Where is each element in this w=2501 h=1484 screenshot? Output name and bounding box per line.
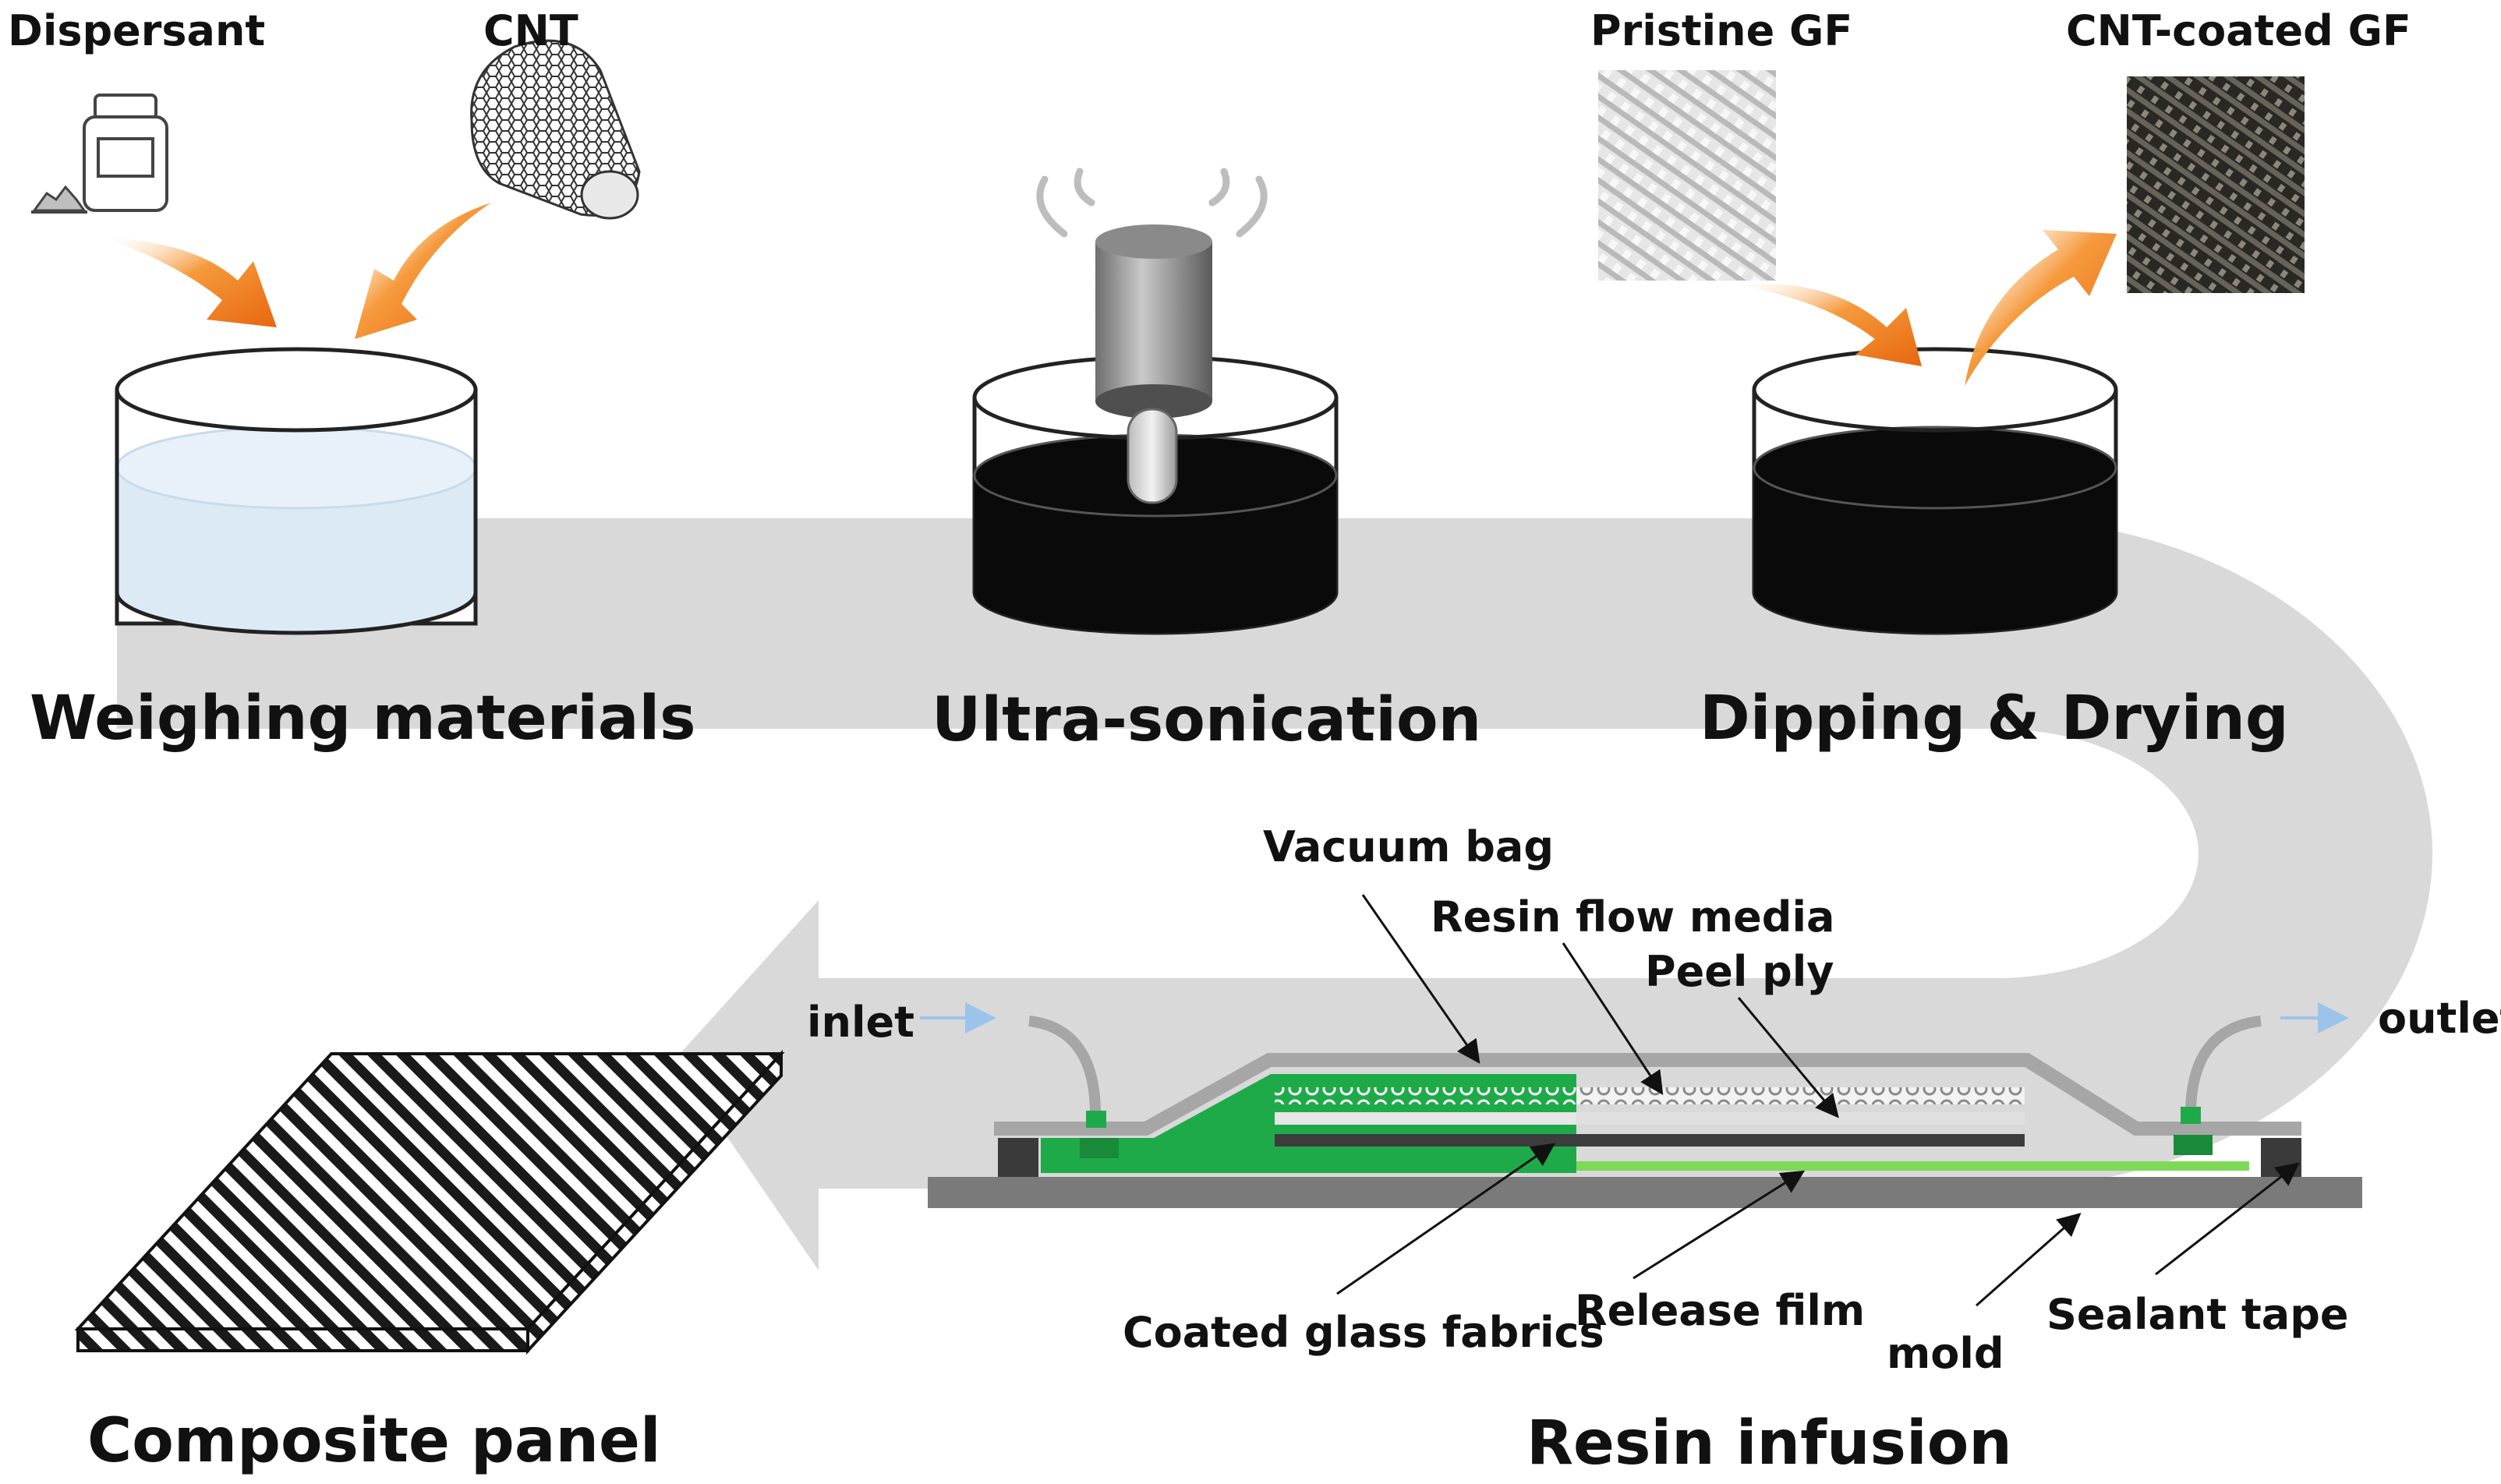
sealant-tape-right xyxy=(2261,1138,2301,1177)
leader-vacuum-bag xyxy=(1361,894,1480,1064)
inlet-fitting xyxy=(1080,1138,1119,1158)
orange-arrow-icon xyxy=(105,238,277,327)
dispersant-jar-icon xyxy=(31,94,168,214)
leader-peel-ply xyxy=(1737,997,1839,1118)
resin-flow-media-layer xyxy=(1576,1087,2025,1104)
step-label-panel: Composite panel xyxy=(87,1406,661,1476)
mold-label: mold xyxy=(1887,1329,2004,1378)
outlet-port xyxy=(2181,1107,2201,1124)
step-label-dipping: Dipping & Drying xyxy=(1700,684,2289,754)
sonication-step: Ultra-sonication xyxy=(932,168,1481,755)
fabric-stack-layer xyxy=(1576,1134,2025,1147)
outlet-fitting xyxy=(2174,1135,2213,1155)
inlet-port xyxy=(1086,1111,1106,1128)
leader-coated-glass-fabrics xyxy=(1336,1143,1555,1295)
leader-sealant-tape xyxy=(2155,1162,2300,1276)
peel-ply-label: Peel ply xyxy=(1645,947,1834,996)
peel-ply-layer xyxy=(1576,1112,2025,1125)
dipping-beaker xyxy=(1752,347,2118,635)
sealant-tape-left xyxy=(998,1138,1038,1177)
flow-media-strip xyxy=(1275,1112,1576,1125)
release-film-label: Release film xyxy=(1575,1286,1865,1335)
vacuum-bag-label: Vacuum bag xyxy=(1263,822,1554,871)
weighing-step: Dispersant CNT Weighing materials xyxy=(8,6,696,754)
sealant-tape-label: Sealant tape xyxy=(2046,1290,2349,1339)
pristine-gf-label: Pristine GF xyxy=(1590,6,1852,55)
step-label-infusion: Resin infusion xyxy=(1526,1408,2012,1479)
leader-release-film xyxy=(1633,1170,1806,1280)
leader-resin-flow-media xyxy=(1562,942,1664,1096)
water-beaker xyxy=(115,347,478,635)
inlet-label: inlet xyxy=(807,998,914,1047)
leader-mold xyxy=(1976,1213,2082,1307)
orange-arrow-icon xyxy=(1965,230,2117,386)
cnt-label: CNT xyxy=(483,6,578,55)
cnt-nanotube-icon xyxy=(470,39,641,220)
outlet-label: outlet xyxy=(2378,994,2501,1043)
dispersant-label: Dispersant xyxy=(8,6,265,55)
fabric-strip xyxy=(1275,1134,1576,1147)
step-label-sonication: Ultra-sonication xyxy=(932,685,1481,755)
outlet-tube xyxy=(2185,1016,2262,1115)
sonication-probe-icon xyxy=(1095,224,1212,504)
composite-panel-icon xyxy=(74,1049,785,1355)
vacuum-bag xyxy=(994,1053,2301,1136)
orange-arrow-icon xyxy=(1735,283,1922,366)
coated-gf-label: CNT-coated GF xyxy=(2066,6,2411,55)
dipping-step: Pristine GF CNT-coated GF Dipping & Dryi… xyxy=(1590,6,2411,754)
infusion-step: Vacuum bag Resin flow media Peel ply inl… xyxy=(807,822,2501,1479)
coated-glass-fabrics-label: Coated glass fabrics xyxy=(1123,1308,1604,1357)
peel-ply-layer-coated xyxy=(1275,1087,1576,1104)
inlet-tube xyxy=(1028,1016,1101,1115)
step-label-weighing: Weighing materials xyxy=(30,684,696,754)
composite-panel-step: Composite panel xyxy=(74,1049,785,1476)
pristine-gf-swatch xyxy=(1598,70,1776,281)
mold-plate xyxy=(928,1177,2362,1208)
coated-gf-swatch xyxy=(2127,76,2305,293)
resin-flow-media-label: Resin flow media xyxy=(1431,892,1834,942)
orange-arrow-icon xyxy=(355,203,491,339)
vibration-waves-icon xyxy=(1036,168,1268,238)
